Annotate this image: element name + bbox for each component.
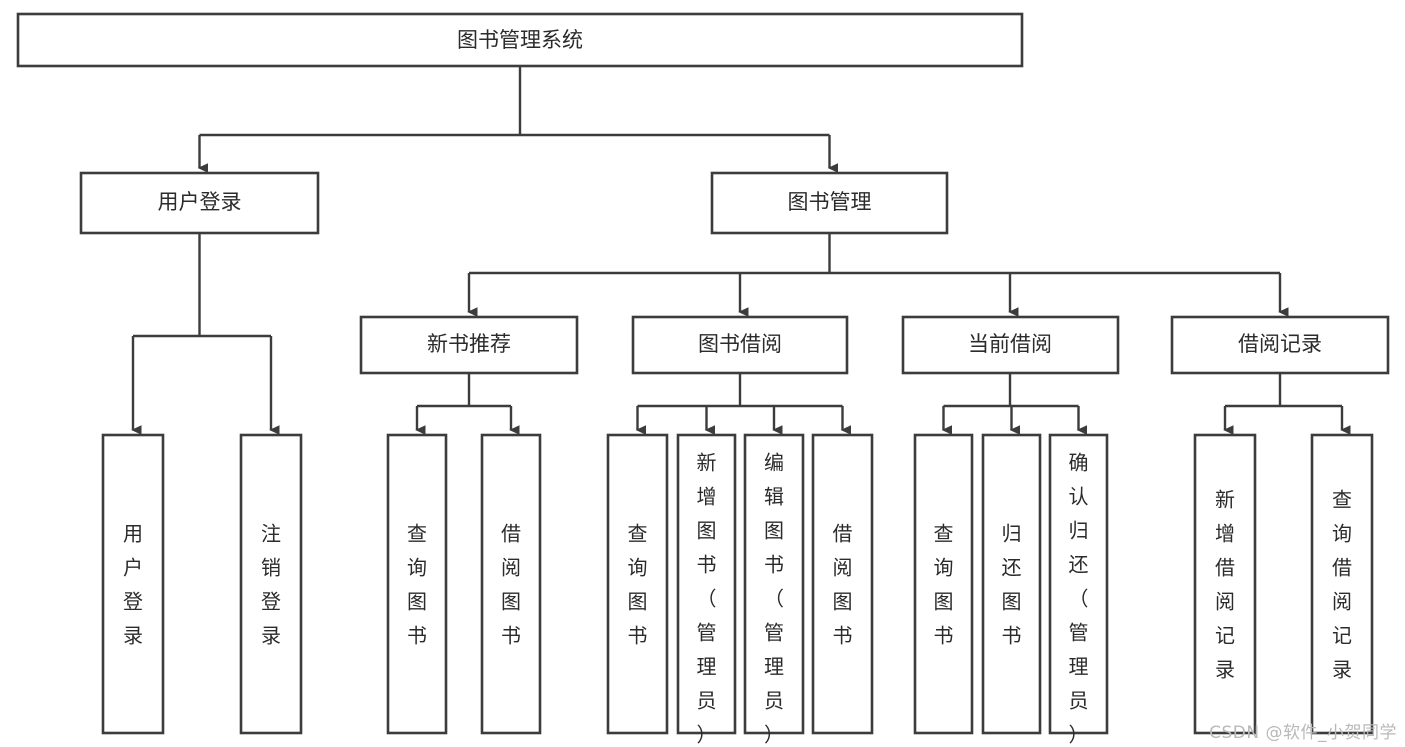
leaf-node-label: 确认归还（管理员） <box>1069 450 1089 746</box>
leaf-node[interactable]: 借阅图书 <box>480 433 542 735</box>
leaf-node-box[interactable] <box>811 433 874 735</box>
edge-group-book-borrow <box>635 373 852 435</box>
edge-group-book-manage <box>467 233 1289 317</box>
leaf-node-label: 查询图书 <box>934 521 954 647</box>
leaf-node[interactable]: 注销登录 <box>239 433 303 735</box>
leaf-node-box[interactable] <box>913 433 974 735</box>
leaf-node-label: 新增图书（管理员） <box>697 450 717 746</box>
node-borrow-record-label: 借阅记录 <box>1238 332 1322 356</box>
node-book-manage-label: 图书管理 <box>788 190 872 214</box>
leaf-node[interactable]: 编辑图书（管理员） <box>743 433 805 746</box>
leaf-node[interactable]: 查询图书 <box>606 433 669 735</box>
leaf-node-label: 借阅图书 <box>833 521 853 647</box>
node-user-login-box[interactable] <box>79 171 320 235</box>
leaf-node-label: 归还图书 <box>1002 521 1022 647</box>
leaf-node-box[interactable] <box>1310 433 1374 735</box>
edge-group-current-borrow <box>941 373 1088 435</box>
leaf-node-label: 查询借阅记录 <box>1332 487 1352 681</box>
leaf-node[interactable]: 归还图书 <box>981 433 1042 735</box>
leaf-node-box[interactable] <box>101 433 165 735</box>
leaf-node[interactable]: 新增借阅记录 <box>1193 433 1257 735</box>
node-current-borrow-label: 当前借阅 <box>968 332 1052 356</box>
edge-group-user-login <box>131 233 280 435</box>
leaf-node-label: 查询图书 <box>407 521 427 647</box>
node-new-book-rec-box[interactable] <box>359 315 579 375</box>
node-new-book-rec[interactable]: 新书推荐 <box>359 315 579 375</box>
edge-group-new-book-rec <box>415 373 520 435</box>
leaf-node-label: 查询图书 <box>628 521 648 647</box>
leaf-node-box[interactable] <box>1048 433 1109 735</box>
leaf-node[interactable]: 查询借阅记录 <box>1310 433 1374 735</box>
edge-group-root <box>197 66 839 173</box>
node-current-borrow-box[interactable] <box>901 315 1120 375</box>
node-new-book-rec-label: 新书推荐 <box>427 332 511 356</box>
node-root-box[interactable] <box>16 12 1024 68</box>
node-book-borrow-box[interactable] <box>631 315 849 375</box>
leaf-node[interactable]: 新增图书（管理员） <box>676 433 737 746</box>
watermark-text: CSDN @软件_小贺同学 <box>1209 723 1397 743</box>
leaf-node-box[interactable] <box>981 433 1042 735</box>
node-user-login[interactable]: 用户登录 <box>79 171 320 235</box>
node-borrow-record[interactable]: 借阅记录 <box>1170 315 1390 375</box>
node-root[interactable]: 图书管理系统 <box>16 12 1024 68</box>
leaf-node-box[interactable] <box>606 433 669 735</box>
leaf-node-layer: 用户登录 注销登录 查询图书 借阅图书 查询图书 新增图书（管理员） 编辑图书（管理员） 借阅… <box>101 433 1374 746</box>
node-book-borrow-label: 图书借阅 <box>698 332 782 356</box>
node-current-borrow[interactable]: 当前借阅 <box>901 315 1120 375</box>
leaf-node-label: 借阅图书 <box>501 521 521 647</box>
leaf-node-label: 新增借阅记录 <box>1215 487 1235 681</box>
leaf-node-box[interactable] <box>386 433 448 735</box>
leaf-node-box[interactable] <box>239 433 303 735</box>
node-user-login-label: 用户登录 <box>158 190 242 214</box>
leaf-node[interactable]: 确认归还（管理员） <box>1048 433 1109 746</box>
leaf-node-label: 用户登录 <box>123 521 143 647</box>
edge-group-borrow-record <box>1223 373 1351 435</box>
leaf-node-box[interactable] <box>676 433 737 735</box>
leaf-node[interactable]: 借阅图书 <box>811 433 874 735</box>
node-book-manage[interactable]: 图书管理 <box>710 171 949 235</box>
node-book-manage-box[interactable] <box>710 171 949 235</box>
leaf-node[interactable]: 用户登录 <box>101 433 165 735</box>
leaf-node-box[interactable] <box>743 433 805 735</box>
leaf-node-box[interactable] <box>480 433 542 735</box>
node-book-borrow[interactable]: 图书借阅 <box>631 315 849 375</box>
leaf-node-label: 注销登录 <box>261 521 281 647</box>
leaf-node[interactable]: 查询图书 <box>386 433 448 735</box>
leaf-node-box[interactable] <box>1193 433 1257 735</box>
node-borrow-record-box[interactable] <box>1170 315 1390 375</box>
node-root-label: 图书管理系统 <box>457 28 583 52</box>
leaf-node[interactable]: 查询图书 <box>913 433 974 735</box>
leaf-node-label: 编辑图书（管理员） <box>764 450 784 746</box>
